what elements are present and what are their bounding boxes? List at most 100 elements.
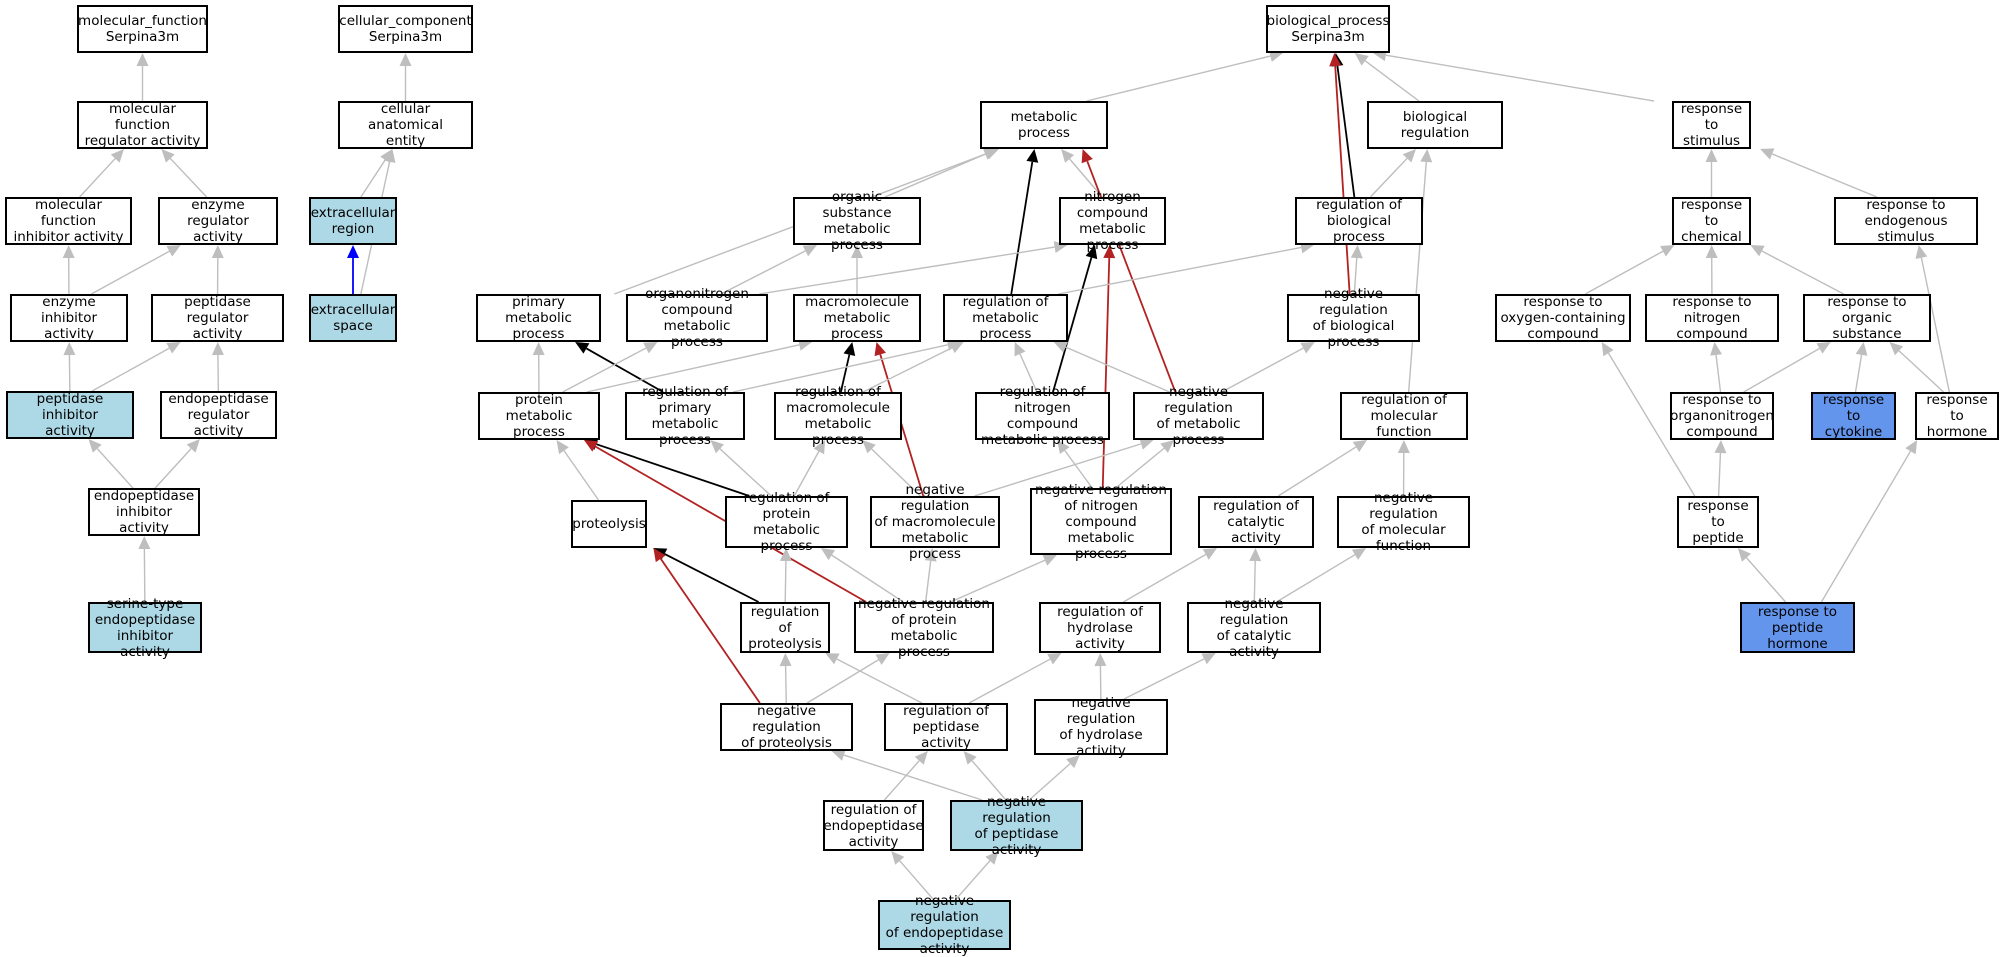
node-negreg-endo: negative regulation of endopeptidase act…	[878, 900, 1011, 950]
node-reg-molfun: regulation of molecular function	[1340, 392, 1468, 440]
edge-resp_nitro-to-resp_chem	[1706, 245, 1718, 294]
edge-negreg_bio-to-bp_root	[1329, 53, 1349, 294]
node-negreg-nitro: negative regulation of nitrogen compound…	[1030, 488, 1172, 555]
edge-arrowhead	[138, 536, 150, 549]
node-label: negative regulation of biological proces…	[1291, 286, 1416, 350]
edge-line	[361, 160, 385, 197]
edge-negreg_cat-to-reg_cat	[1249, 548, 1261, 602]
edge-line	[1746, 558, 1785, 602]
node-reg-cat: regulation of catalytic activity	[1198, 496, 1314, 548]
edge-arrowhead	[1094, 653, 1106, 666]
edge-negreg_molfun-to-reg_molfun	[1398, 440, 1410, 496]
edge-arrowhead	[1353, 440, 1367, 452]
edge-arrowhead	[844, 342, 856, 356]
edge-enz_reg-to-mf_reg	[161, 149, 206, 197]
node-nitro: nitrogen compound metabolic process	[1059, 197, 1166, 245]
node-label: endopeptidase regulator activity	[164, 391, 273, 439]
node-label: regulation of macromolecule metabolic pr…	[778, 384, 898, 448]
edge-pep_inhib-to-enz_inhib	[63, 342, 75, 391]
edge-arrowhead	[964, 751, 977, 765]
edge-resp_stim-to-bp_root	[1373, 49, 1654, 101]
node-resp-org: response to organic substance	[1803, 294, 1931, 342]
edge-arrowhead	[1026, 149, 1038, 163]
edge-bioreg-to-bp_root	[1355, 53, 1419, 101]
node-mf-inhib: molecular function inhibitor activity	[5, 197, 132, 245]
node-label: regulation of endopeptidase activity	[823, 802, 923, 850]
node-label: organonitrogen compound metabolic proces…	[630, 286, 764, 350]
edge-line	[1585, 251, 1663, 294]
edge-arrowhead	[212, 245, 224, 258]
edge-line	[884, 761, 919, 800]
node-org-sub: organic substance metabolic process	[793, 197, 921, 245]
node-label: negative regulation of hydrolase activit…	[1038, 695, 1164, 759]
node-reg-proteo: regulation of proteolysis	[740, 602, 830, 653]
edge-resp_horm-to-resp_org	[1890, 342, 1944, 392]
node-negreg-metab: negative regulation of metabolic process	[1133, 392, 1264, 440]
node-label: negative regulation of metabolic process	[1137, 384, 1260, 448]
edge-arrowhead	[1916, 245, 1928, 259]
edge-arrowhead	[780, 653, 792, 666]
edge-arrowhead	[1905, 440, 1917, 454]
node-label: molecular_function Serpina3m	[78, 13, 207, 45]
edge-resp_cyto-to-resp_org	[1856, 342, 1868, 392]
node-label: regulation of metabolic process	[947, 294, 1064, 342]
edge-arrowhead	[1398, 440, 1410, 453]
node-label: response to organic substance	[1807, 294, 1927, 342]
edge-arrowhead	[166, 245, 180, 257]
node-resp-endo: response to endogenous stimulus	[1834, 197, 1978, 245]
node-label: regulation of peptidase activity	[888, 703, 1004, 751]
edge-resp_orgnitro-to-resp_org	[1744, 342, 1831, 392]
node-label: response to oxygen-containing compound	[1500, 294, 1625, 342]
node-label: peptidase regulator activity	[155, 294, 280, 342]
edge-arrowhead	[1714, 440, 1726, 453]
edge-line	[97, 449, 133, 488]
node-reg-metab: regulation of metabolic process	[943, 294, 1068, 342]
edge-arrowhead	[63, 342, 75, 355]
edge-line	[1365, 61, 1419, 101]
edge-resp_org-to-resp_chem	[1750, 245, 1843, 294]
node-resp-horm: response to hormone	[1915, 392, 1999, 440]
node-label: peptidase inhibitor activity	[10, 391, 130, 439]
node-reg-endo: regulation of endopeptidase activity	[823, 800, 924, 851]
edge-arrowhead	[575, 342, 589, 354]
node-negreg-molfun: negative regulation of molecular functio…	[1337, 496, 1470, 548]
edge-line	[1772, 154, 1877, 197]
node-label: regulation of protein metabolic process	[729, 490, 844, 554]
edge-line	[807, 660, 878, 703]
edge-line	[1386, 55, 1654, 101]
node-label: regulation of proteolysis	[744, 604, 826, 652]
edge-serine-to-endo_inhib	[138, 536, 150, 602]
edge-ecs-to-ecr	[347, 245, 359, 294]
node-label: negative regulation of macromolecule met…	[874, 482, 996, 562]
edge-pep_inhib-to-pep_reg	[92, 342, 181, 391]
edge-arrowhead	[1249, 548, 1261, 561]
edge-resp_chem-to-resp_stim	[1706, 149, 1718, 197]
node-label: negative regulation of proteolysis	[724, 703, 849, 751]
edge-endo_reg-to-pep_reg	[212, 342, 224, 391]
edge-arrowhead	[891, 851, 904, 865]
node-resp-pephorm: response to peptide hormone	[1740, 602, 1855, 653]
node-resp-cyto: response to cytokine	[1811, 392, 1896, 440]
node-label: regulation of primary metabolic process	[629, 384, 741, 448]
node-reg-nitro: regulation of nitrogen compound metaboli…	[975, 392, 1110, 440]
edge-resp_orgnitro-to-resp_nitro	[1710, 342, 1722, 392]
edge-reg_proteo-to-proteolysis	[653, 548, 759, 602]
node-enz-inhib: enzyme inhibitor activity	[10, 294, 128, 342]
edge-negreg_hydro-to-reg_hydro	[1094, 653, 1106, 699]
edge-pep_reg-to-enz_reg	[212, 245, 224, 294]
edge-line	[564, 451, 599, 500]
node-label: molecular function inhibitor activity	[9, 197, 128, 245]
edge-arrowhead	[832, 749, 846, 760]
node-label: regulation of molecular function	[1344, 392, 1464, 440]
edge-line	[1719, 453, 1721, 496]
node-label: response to nitrogen compound	[1649, 294, 1775, 342]
node-label: regulation of catalytic activity	[1202, 498, 1310, 546]
node-endo-inhib: endopeptidase inhibitor activity	[88, 488, 200, 536]
edge-resp_pephorm-to-resp_pep	[1738, 548, 1786, 602]
edge-metab-to-bp_root	[1087, 50, 1283, 101]
edge-line	[1278, 447, 1356, 496]
edge-line	[170, 158, 206, 197]
node-label: regulation of hydrolase activity	[1043, 604, 1157, 652]
node-label: response to cytokine	[1815, 392, 1892, 440]
node-serine: serine-type endopeptidase inhibitor acti…	[88, 602, 202, 653]
